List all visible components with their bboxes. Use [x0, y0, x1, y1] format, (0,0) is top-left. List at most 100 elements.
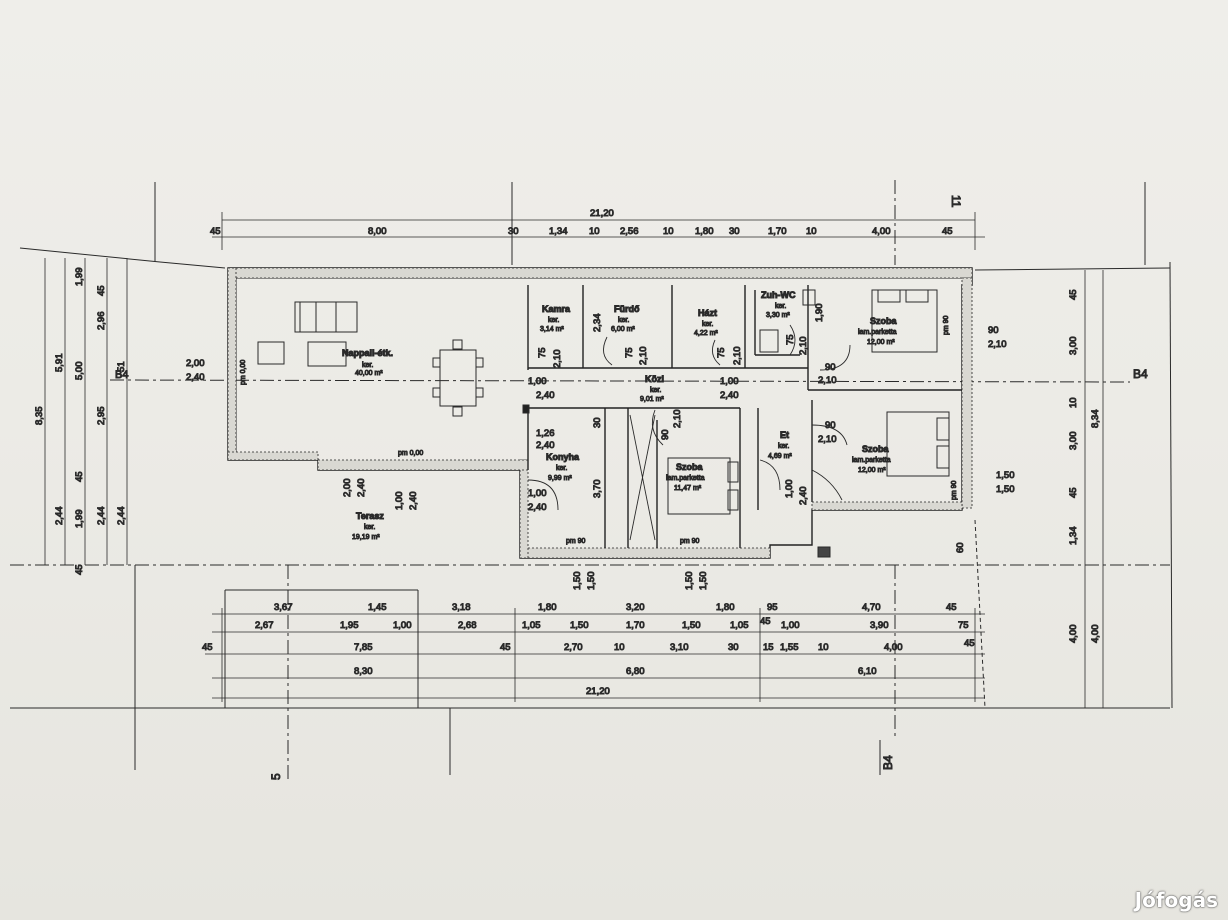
right-dim: 45 — [1068, 289, 1079, 300]
bottom-r1: 3,20 — [626, 602, 645, 613]
opening-label: 2,10 — [988, 339, 1007, 350]
top-seg: 45 — [210, 226, 221, 237]
bottom-r3: 7,85 — [354, 642, 373, 653]
opening-label: 2,10 — [818, 434, 837, 445]
opening-label: 2,00 — [186, 358, 205, 369]
bottom-r4: 6,80 — [626, 666, 645, 677]
grid-mark-left-bottom: 5 — [269, 773, 283, 780]
bottom-r2: 1,50 — [682, 620, 701, 631]
room-zuh-area: 3,30 m² — [766, 312, 790, 319]
top-seg: 10 — [589, 226, 600, 237]
room-kamra-finish: ker. — [548, 317, 559, 324]
level-pm-90c: pm 90 — [943, 315, 950, 335]
opening-label: 1,00 — [528, 488, 547, 499]
left-dim: 45 — [96, 285, 107, 296]
room-kozl-finish: ker. — [650, 387, 661, 394]
right-dim: 45 — [1068, 487, 1079, 498]
left-dim: 2,44 — [96, 507, 107, 526]
bottom-r2: 2,68 — [458, 620, 477, 631]
bottom-dimension-texts: 3,67 1,45 3,18 1,80 3,20 1,80 95 4,70 45… — [202, 602, 976, 698]
opening-label: 2,34 — [592, 314, 603, 333]
bottom-r3: 2,70 — [564, 642, 583, 653]
bottom-r2: 1,00 — [393, 620, 412, 631]
opening-label: 1,00 — [720, 376, 739, 387]
top-seg: 8,00 — [368, 226, 387, 237]
bottom-r3: 10 — [614, 642, 625, 653]
left-dimension-texts: 8,35 5,91 5,00 1,99 45 2,96 2,95 45 2,44… — [34, 267, 128, 576]
bottom-r2: 1,05 — [522, 620, 541, 631]
opening-label: 1,90 — [814, 304, 825, 323]
bottom-r3: 3,10 — [670, 642, 689, 653]
bottom-r2: 1,70 — [626, 620, 645, 631]
left-dim: 5,91 — [54, 354, 65, 373]
opening-label: 1,00 — [528, 376, 547, 387]
left-dim: 45 — [74, 564, 85, 575]
left-dim: 51 — [116, 361, 127, 372]
room-nappali-area: 40,00 m² — [355, 370, 383, 377]
top-seg: 1,80 — [695, 226, 714, 237]
opening-label: 2,40 — [536, 440, 555, 451]
bottom-r3: 30 — [728, 642, 739, 653]
level-pm-90d: pm 90 — [951, 480, 958, 500]
bottom-r3: 45 — [964, 638, 975, 649]
level-pm-1: pm 0,00 — [240, 360, 247, 385]
room-nappali-name: Nappali-étk. — [342, 348, 393, 358]
bottom-r2: 1,05 — [730, 620, 749, 631]
room-szoba1-finish: lam.parketta — [858, 329, 897, 336]
room-konyha-name: Konyha — [546, 452, 580, 462]
opening-label: 2,40 — [536, 390, 555, 401]
bottom-r1: 95 — [767, 602, 778, 613]
bottom-r1: 45 — [946, 602, 957, 613]
bottom-r2: 1,50 — [570, 620, 589, 631]
opening-label: 30 — [592, 417, 603, 428]
frame-lines — [10, 180, 1173, 780]
bottom-r2: 3,90 — [870, 620, 889, 631]
opening-label: 75 — [785, 334, 796, 345]
room-terasz-name: Terasz — [356, 511, 384, 521]
room-et-area: 4,69 m² — [768, 453, 792, 460]
top-dimension-texts: 21,20 45 8,00 30 1,34 10 2,56 10 1,80 30… — [210, 208, 954, 238]
opening-label: 2,40 — [186, 372, 205, 383]
room-szoba2-name: Szoba — [676, 462, 703, 472]
room-hazt-name: Házt — [698, 308, 717, 318]
top-seg: 10 — [806, 226, 817, 237]
top-dimension-lines — [212, 212, 985, 250]
room-kamra-name: Kamra — [542, 304, 571, 314]
room-szoba1-area: 12,00 m² — [867, 339, 895, 346]
room-hazt-finish: ker. — [702, 321, 713, 328]
bottom-r3: 45 — [500, 642, 511, 653]
opening-label: 2,00 — [342, 479, 353, 498]
room-et-name: Et — [780, 430, 789, 440]
grid-marks: 11 B4 B4 5 B4 — [115, 195, 1149, 781]
room-terasz-area: 19,19 m² — [352, 534, 380, 541]
bottom-r3: 10 — [818, 642, 829, 653]
grid-mark-left: B4 — [115, 369, 128, 381]
opening-label: 90 — [988, 325, 999, 336]
room-szoba3-area: 12,00 m² — [858, 467, 886, 474]
side-dimension-lines — [44, 258, 1104, 708]
opening-label: 1,50 — [996, 470, 1015, 481]
bottom-r3: 1,55 — [780, 642, 799, 653]
dimension-ticks — [221, 608, 976, 702]
top-seg: 1,70 — [768, 226, 787, 237]
room-szoba2-finish: lam.parketta — [666, 475, 705, 482]
opening-label: 2,10 — [798, 337, 809, 356]
top-total: 21,20 — [590, 208, 614, 219]
right-dim: 1,34 — [1068, 527, 1079, 546]
level-labels: pm 0,00 pm 0,00 pm 90 pm 90 pm 90 pm 90 — [240, 315, 959, 546]
grid-mark-bottom: B4 — [881, 755, 895, 770]
opening-label: 2,40 — [720, 390, 739, 401]
left-dim: 1,99 — [74, 510, 85, 529]
opening-label: 2,40 — [356, 479, 367, 498]
opening-label: 2,10 — [552, 350, 563, 369]
right-dimension-texts: 45 3,00 10 3,00 45 1,34 4,00 8,34 4,00 — [1068, 289, 1102, 644]
left-dim: 1,99 — [74, 268, 85, 287]
bottom-r5: 21,20 — [586, 686, 610, 697]
top-seg: 4,00 — [872, 226, 891, 237]
bottom-r1: 1,45 — [368, 602, 387, 613]
right-dim: 3,00 — [1068, 337, 1079, 356]
opening-label: 75 — [716, 347, 727, 358]
room-hazt-area: 4,22 m² — [694, 330, 718, 337]
